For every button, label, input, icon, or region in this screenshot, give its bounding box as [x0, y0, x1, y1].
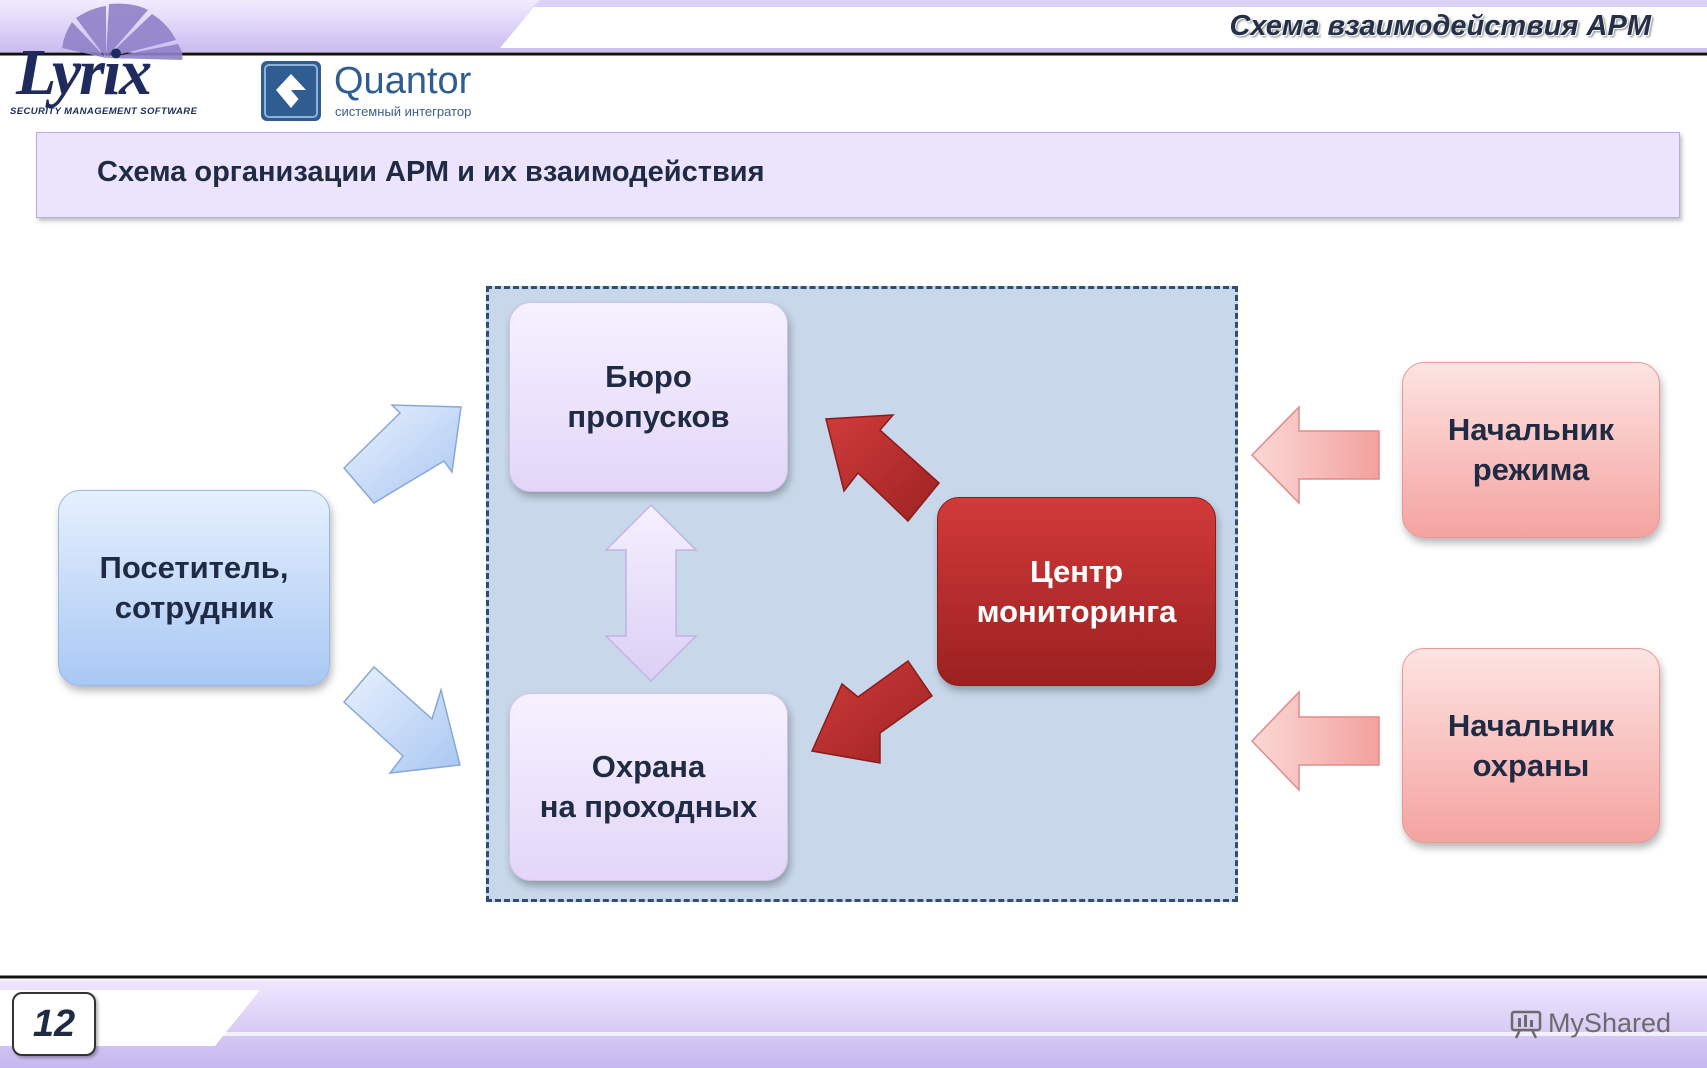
regime-chief-box: Начальник режима	[1402, 362, 1660, 538]
banner-title: Схема организации АРМ и их взаимодействи…	[97, 156, 765, 188]
arrow-security-chief-shape	[1250, 690, 1380, 792]
quantor-name: Quantor	[334, 60, 472, 102]
lyrix-logo: Lyrix SECURITY MANAGEMENT SOFTWARE	[6, 0, 234, 120]
arrow-visitor-to-pass-office	[342, 404, 462, 504]
presentation-board-icon	[1510, 1010, 1542, 1039]
watermark-text: MyShared	[1547, 1008, 1671, 1038]
footer-bar: 12 MyShared	[0, 972, 1707, 1068]
page-number-badge: 12	[12, 992, 96, 1056]
section-banner: Схема организации АРМ и их взаимодействи…	[36, 132, 1680, 218]
header-bar: Схема взаимодействия АРМ	[0, 0, 1707, 58]
monitoring-center-box: Центр мониторинга	[937, 497, 1216, 686]
security-chief-box: Начальник охраны	[1402, 648, 1660, 843]
lyrix-tagline: SECURITY MANAGEMENT SOFTWARE	[10, 106, 198, 117]
lyrix-fan-icon	[62, 3, 183, 60]
header-title: Схема взаимодействия АРМ	[1229, 10, 1651, 42]
quantor-logo: Quantor системный интегратор	[260, 60, 490, 122]
quantor-tagline: системный интегратор	[335, 104, 472, 119]
arrow-visitor-to-checkpoint	[342, 665, 461, 774]
myshared-watermark: MyShared	[1510, 1008, 1671, 1039]
pass-office-box: Бюро пропусков	[509, 302, 788, 492]
quantor-emblem-icon	[261, 61, 321, 121]
arrow-regime-chief-shape	[1250, 405, 1380, 505]
page-number: 12	[32, 1002, 76, 1045]
arrow-regime-chief-to-center	[1252, 408, 1378, 504]
visitor-box: Посетитель, сотрудник	[58, 490, 330, 686]
checkpoint-guard-box: Охрана на проходных	[509, 693, 788, 881]
lyrix-wordmark: Lyrix	[16, 36, 152, 109]
